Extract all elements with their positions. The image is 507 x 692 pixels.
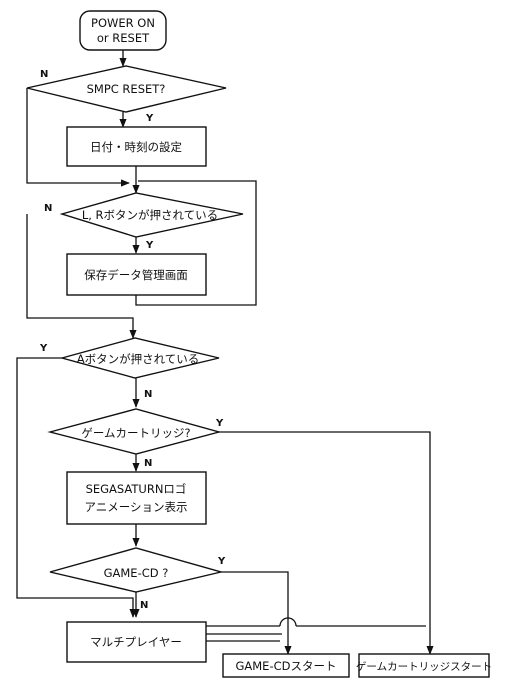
decision-lr-buttons-label: L, Rボタンが押されている	[82, 208, 218, 222]
branch-label-lr-no: N	[44, 203, 52, 214]
start-label-line1: POWER ON	[91, 16, 155, 30]
branch-label-lr-yes: Y	[145, 240, 154, 251]
branch-label-gamecd-yes: Y	[217, 556, 226, 567]
branch-label-gamecd-no: N	[140, 600, 148, 611]
process-multiplayer-label: マルチプレイヤー	[90, 635, 182, 649]
branch-labels: N Y N Y Y N Y N Y N	[39, 69, 226, 611]
decision-game-cd-label: GAME-CD ?	[104, 566, 169, 580]
process-set-date-time: 日付・時刻の設定	[66, 126, 207, 167]
process-save-data: 保存データ管理画面	[66, 253, 207, 296]
connector-multiplayer-hop	[279, 617, 297, 627]
branch-label-smpc-yes: Y	[145, 113, 154, 124]
branch-label-cartridge-no: N	[144, 458, 152, 469]
connector-lr-no	[26, 214, 137, 339]
branch-label-cartridge-yes: Y	[215, 418, 224, 429]
decision-a-button-label: Aボタンが押されている	[77, 352, 200, 366]
branch-label-a-no: N	[144, 389, 152, 400]
connectors	[16, 50, 434, 655]
connector-cartridge-yes	[219, 431, 434, 655]
terminal-game-cd-start-label: GAME-CDスタート	[235, 659, 336, 673]
decision-a-button: Aボタンが押されている	[59, 337, 220, 379]
terminal-game-cd-start: GAME-CDスタート	[222, 653, 350, 678]
decision-game-cartridge-label: ゲームカートリッジ?	[81, 426, 190, 440]
connector-smpc-no	[26, 88, 130, 187]
connector-gamecd-yes	[221, 571, 292, 655]
process-multiplayer: マルチプレイヤー	[66, 621, 207, 663]
process-logo-line1: SEGASATURNロゴ	[86, 482, 187, 496]
terminal-cartridge-start-label: ゲームカートリッジスタート	[356, 661, 492, 673]
terminal-cartridge-start: ゲームカートリッジスタート	[356, 653, 492, 678]
decision-smpc-reset: SMPC RESET?	[26, 65, 227, 113]
decision-game-cd: GAME-CD ?	[49, 547, 224, 593]
process-save-data-label: 保存データ管理画面	[84, 268, 188, 282]
branch-label-a-yes: Y	[39, 343, 48, 354]
branch-label-smpc-no: N	[40, 69, 48, 80]
connector-a-yes	[16, 357, 137, 618]
process-set-date-time-label: 日付・時刻の設定	[90, 140, 182, 154]
connector-savedata-loop	[135, 180, 257, 306]
process-logo-line2: アニメーション表示	[84, 500, 187, 514]
start-node: POWER ON or RESET	[79, 10, 167, 51]
decision-smpc-reset-label: SMPC RESET?	[87, 82, 166, 96]
start-label-line2: or RESET	[97, 31, 150, 45]
process-logo-animation: SEGASATURNロゴ アニメーション表示	[66, 471, 207, 525]
decision-game-cartridge: ゲームカートリッジ?	[47, 408, 222, 455]
decision-lr-buttons: L, Rボタンが押されている	[59, 192, 244, 238]
